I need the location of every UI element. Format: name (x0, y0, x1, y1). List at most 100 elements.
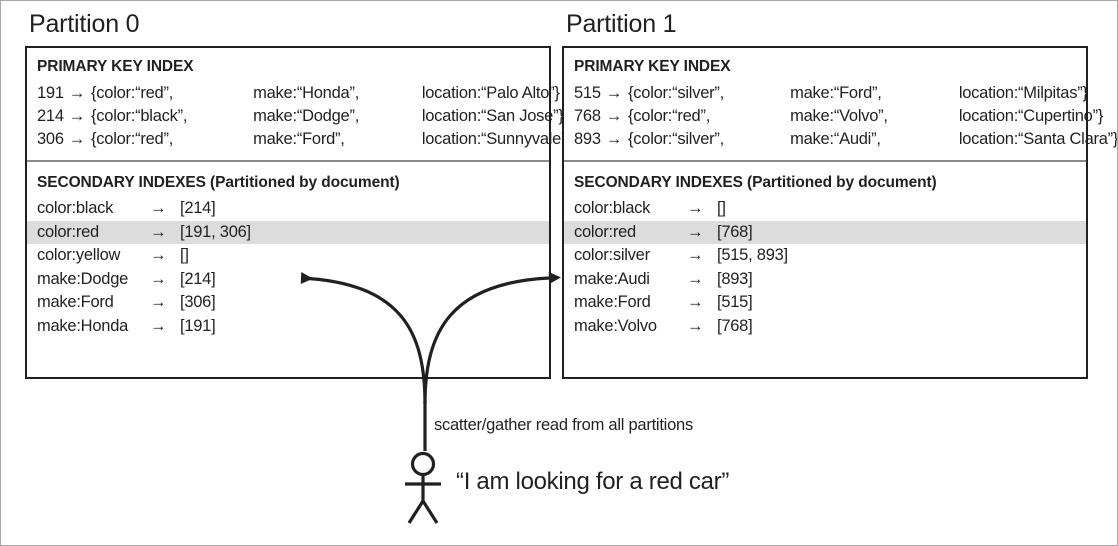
primary-key-row: 893 → {color: “silver”, make: “Audi”, lo… (574, 128, 1117, 151)
pk-color-value: “silver”, (672, 130, 724, 148)
si-value: [191] (180, 316, 216, 335)
pk-color-value: “red”, (135, 130, 174, 148)
partition-0-title: Partition 0 (29, 10, 140, 38)
maps-to-arrow-icon: → (687, 316, 704, 335)
maps-to-arrow-icon: → (687, 246, 704, 264)
partition-0-primary-index: PRIMARY KEY INDEX 191 → {color: “red”, m… (27, 48, 572, 151)
si-key: color:red (37, 222, 99, 241)
scatter-gather-caption: scatter/gather read from all partitions (434, 416, 693, 434)
maps-to-arrow-icon: → (687, 222, 704, 241)
pk-color-value: “red”, (672, 107, 711, 125)
pk-id: 893 (574, 130, 601, 148)
partition-1-secondary-index: SECONDARY INDEXES (Partitioned by docume… (564, 174, 1086, 338)
secondary-index-rows: color:black → [] color:red → [768] color… (564, 197, 1086, 338)
si-key: color:red (574, 222, 636, 241)
pk-id: 768 (574, 107, 601, 125)
maps-to-arrow-icon: → (605, 84, 623, 102)
pk-location-label: location: (958, 84, 1019, 102)
si-key: color:silver (574, 246, 650, 264)
maps-to-arrow-icon: → (687, 293, 704, 311)
partition-0: Partition 0 PRIMARY KEY INDEX 191 → {col… (25, 9, 572, 379)
pk-id: 306 (37, 130, 64, 148)
pk-make-value: “Dodge”, (296, 107, 360, 125)
maps-to-arrow-icon: → (68, 107, 86, 125)
pk-location-value: “Santa Clara”} (1018, 130, 1118, 148)
si-value: [893] (717, 269, 753, 288)
si-key: make:Audi (574, 269, 650, 288)
secondary-index-row: color:black → [] (564, 197, 1086, 221)
pk-make-value: “Audi”, (833, 130, 881, 148)
partition-1: Partition 1 PRIMARY KEY INDEX 515 → {col… (562, 9, 1117, 379)
si-value: [214] (180, 269, 216, 288)
primary-key-index-heading: PRIMARY KEY INDEX (574, 58, 731, 75)
secondary-index-row: color:yellow → [] (27, 244, 549, 268)
pk-location-value: “Milpitas”} (1018, 84, 1088, 102)
secondary-index-row: color:black → [214] (27, 197, 549, 221)
si-key: color:yellow (37, 246, 121, 264)
secondary-index-row: make:Volvo → [768] (564, 315, 1086, 339)
secondary-indexes-heading: SECONDARY INDEXES (Partitioned by docume… (574, 174, 937, 191)
pk-make-label: make: (253, 84, 297, 102)
maps-to-arrow-icon: → (150, 316, 167, 335)
si-value: [515, 893] (717, 246, 788, 264)
si-key: make:Dodge (37, 269, 129, 288)
secondary-index-row: make:Dodge → [214] (27, 268, 549, 292)
maps-to-arrow-icon: → (605, 130, 623, 148)
primary-key-row: 214 → {color: “black”, make: “Dodge”, lo… (37, 105, 564, 128)
maps-to-arrow-icon: → (150, 222, 167, 241)
pk-id: 515 (574, 84, 601, 102)
pk-location-label: location: (421, 84, 482, 102)
pk-location-value: “Palo Alto”} (481, 84, 560, 102)
pk-open-brace: {color: (91, 130, 136, 148)
pk-make-value: “Volvo”, (833, 107, 888, 125)
maps-to-arrow-icon: → (150, 246, 167, 264)
pk-location-label: location: (958, 130, 1019, 148)
si-value: [768] (717, 316, 753, 335)
maps-to-arrow-icon: → (68, 130, 86, 148)
pk-location-value: “Cupertino”} (1018, 107, 1104, 125)
maps-to-arrow-icon: → (687, 199, 704, 217)
primary-key-index-heading: PRIMARY KEY INDEX (37, 58, 194, 75)
primary-key-rows: 515 → {color: “silver”, make: “Ford”, lo… (574, 82, 1117, 151)
pk-location-label: location: (421, 130, 482, 148)
pk-open-brace: {color: (628, 84, 673, 102)
si-value: [] (180, 246, 189, 264)
primary-key-rows: 191 → {color: “red”, make: “Honda”, loca… (37, 82, 572, 151)
section-divider (564, 160, 1086, 162)
pk-make-label: make: (253, 107, 297, 125)
maps-to-arrow-icon: → (150, 269, 167, 288)
si-value: [306] (180, 293, 216, 311)
secondary-index-row-highlighted: color:red → [768] (564, 220, 1086, 244)
pk-make-value: “Honda”, (296, 84, 360, 102)
partition-1-title: Partition 1 (566, 10, 677, 38)
pk-make-label: make: (790, 130, 834, 148)
pk-id: 191 (37, 84, 64, 102)
si-value: [768] (717, 222, 753, 241)
si-value: [191, 306] (180, 222, 251, 241)
si-key: color:black (37, 199, 114, 217)
si-value: [214] (180, 199, 216, 217)
secondary-index-row: make:Honda → [191] (27, 315, 549, 339)
partition-1-box: PRIMARY KEY INDEX 515 → {color: “silver”… (562, 46, 1117, 379)
secondary-index-row: make:Ford → [306] (27, 291, 549, 315)
pk-open-brace: {color: (91, 107, 136, 125)
pk-make-value: “Ford”, (296, 130, 345, 148)
pk-id: 214 (37, 107, 64, 125)
partition-0-secondary-index: SECONDARY INDEXES (Partitioned by docume… (27, 174, 549, 338)
si-key: make:Volvo (574, 316, 657, 335)
primary-key-row: 306 → {color: “red”, make: “Ford”, locat… (37, 128, 572, 151)
pk-make-value: “Ford”, (833, 84, 882, 102)
si-key: make:Ford (37, 293, 114, 311)
primary-key-row: 191 → {color: “red”, make: “Honda”, loca… (37, 82, 560, 105)
primary-key-row: 768 → {color: “red”, make: “Volvo”, loca… (574, 105, 1103, 128)
maps-to-arrow-icon: → (150, 293, 167, 311)
secondary-index-row: make:Ford → [515] (564, 291, 1086, 315)
maps-to-arrow-icon: → (68, 84, 86, 102)
pk-location-value: “Sunnyvale”} (481, 130, 572, 148)
pk-color-value: “black”, (135, 107, 188, 125)
pk-open-brace: {color: (91, 84, 136, 102)
si-value: [] (717, 199, 726, 217)
user-query-quote: “I am looking for a red car” (456, 468, 730, 495)
partition-1-primary-index: PRIMARY KEY INDEX 515 → {color: “silver”… (564, 48, 1117, 151)
